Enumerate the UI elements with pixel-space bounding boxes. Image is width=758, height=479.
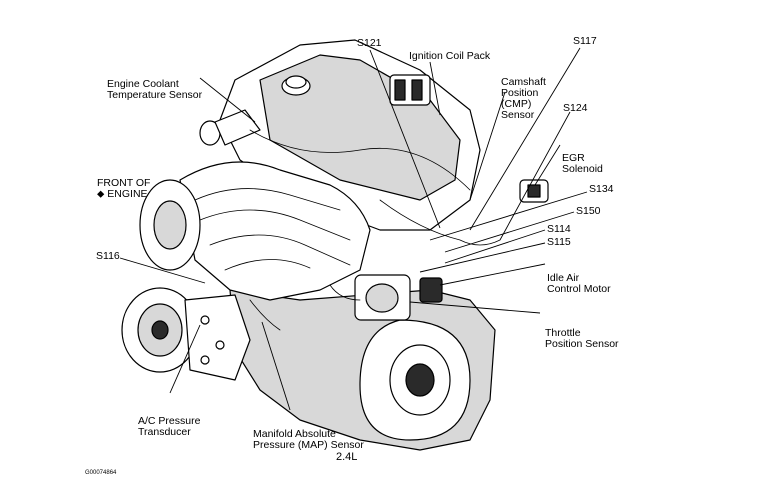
label-front-of-engine: FRONT OF⬥ ENGINE bbox=[97, 177, 151, 200]
label-s115: S115 bbox=[547, 236, 571, 248]
label-s117: S117 bbox=[573, 35, 597, 47]
label-s150: S150 bbox=[576, 205, 601, 217]
leader-lines bbox=[119, 47, 588, 411]
label-s116: S116 bbox=[96, 250, 120, 262]
label-s121: S121 bbox=[357, 37, 382, 49]
engine-drawing bbox=[121, 39, 549, 451]
label-ignition-coil-pack: Ignition Coil Pack bbox=[409, 50, 491, 62]
label-s134: S134 bbox=[589, 183, 614, 195]
figure-id: G00074864 bbox=[85, 470, 117, 476]
label-s114: S114 bbox=[547, 223, 571, 235]
engine-size-caption: 2.4L bbox=[336, 451, 358, 463]
label-s124: S124 bbox=[563, 102, 588, 114]
